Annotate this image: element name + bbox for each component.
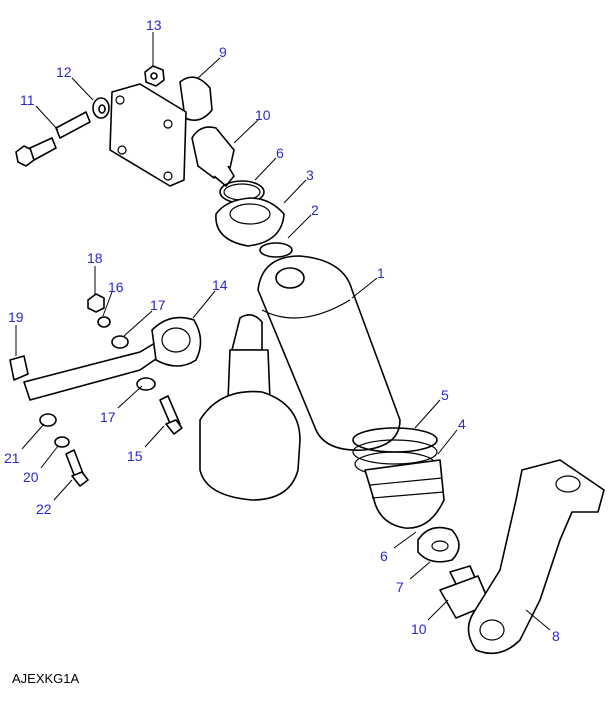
callout-3: 3 <box>306 167 314 183</box>
callout-8: 8 <box>552 628 560 644</box>
reservoir-part <box>199 314 301 501</box>
callout-9: 9 <box>219 44 227 60</box>
leader-lines <box>15 32 551 631</box>
callout-1: 1 <box>377 265 385 281</box>
callout-6-lower: 6 <box>380 548 388 564</box>
small-washer-part <box>39 316 156 448</box>
callout-7: 7 <box>396 579 404 595</box>
callout-10-lower: 10 <box>411 621 427 637</box>
callout-20: 20 <box>23 469 39 485</box>
bolt-part <box>15 111 91 167</box>
clamp-bracket-part <box>23 316 202 401</box>
callout-6: 6 <box>276 145 284 161</box>
cover-plate-part <box>109 76 213 187</box>
callout-17: 17 <box>150 297 166 313</box>
callout-19: 19 <box>8 309 24 325</box>
small-nut-part <box>87 293 105 313</box>
seal-ring-part <box>259 242 293 258</box>
cylinder-part <box>257 255 401 451</box>
cup-part <box>215 197 285 247</box>
callout-5: 5 <box>441 387 449 403</box>
callout-2: 2 <box>311 202 319 218</box>
callout-11: 11 <box>20 92 35 108</box>
washer-part <box>92 97 110 119</box>
callout-15: 15 <box>127 448 143 464</box>
callout-12: 12 <box>56 64 72 80</box>
diagram-code: AJEXKG1A <box>12 671 80 686</box>
small-bolt-part <box>65 395 183 487</box>
nut-part <box>144 65 165 87</box>
callout-18: 18 <box>87 250 103 266</box>
callout-16: 16 <box>108 279 124 295</box>
callout-22: 22 <box>36 501 52 517</box>
mounting-bracket-part <box>467 459 605 655</box>
lower-cup-part <box>417 526 460 563</box>
callout-17-lower: 17 <box>100 409 116 425</box>
callout-10: 10 <box>255 107 271 123</box>
boot-part <box>364 459 445 529</box>
callout-14: 14 <box>212 277 228 293</box>
clip-part <box>9 355 29 381</box>
callout-13: 13 <box>146 17 162 33</box>
callout-4: 4 <box>458 416 466 432</box>
callout-21: 21 <box>4 450 20 466</box>
valve-part <box>191 126 235 187</box>
